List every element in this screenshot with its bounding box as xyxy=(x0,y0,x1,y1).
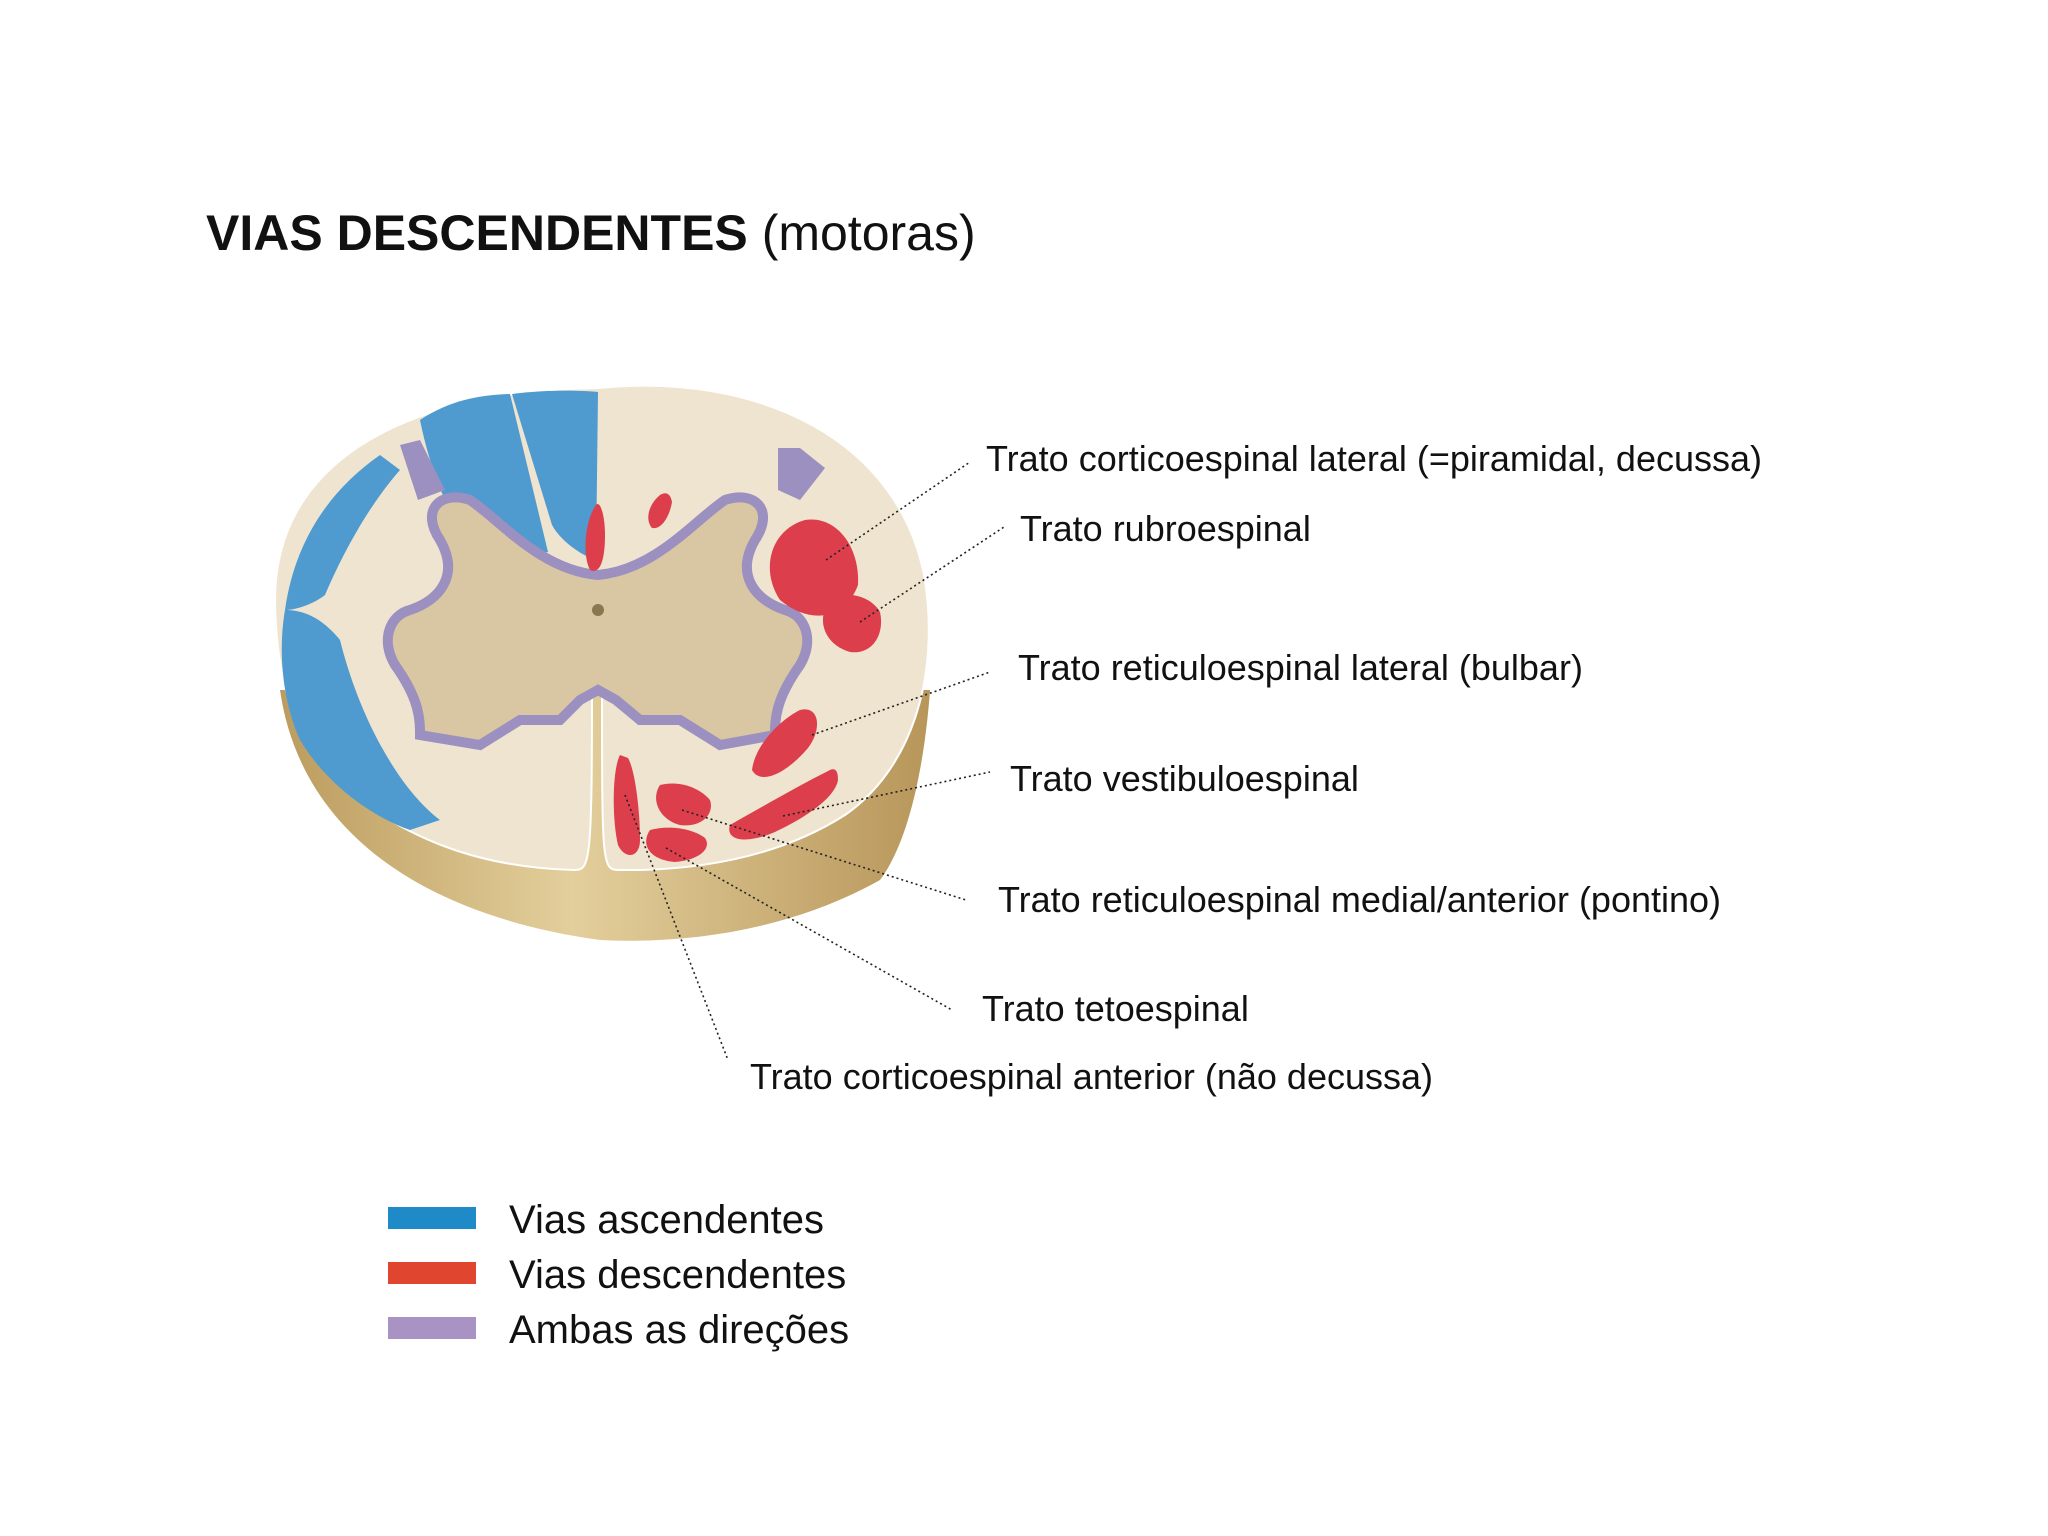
leader-corticospinal-anterior xyxy=(624,794,729,1061)
leader-reticulospinal-lateral xyxy=(811,671,991,736)
label-corticoespinal-lateral: Trato corticoespinal lateral (=piramidal… xyxy=(986,438,1763,479)
corticospinal-anterior-tract xyxy=(613,755,640,856)
label-reticuloespinal-medial: Trato reticuloespinal medial/anterior (p… xyxy=(998,879,1722,920)
ascending-anterolateral-tract xyxy=(281,610,440,830)
title-main: VIAS DESCENDENTES xyxy=(206,205,748,261)
legend-label-both: Ambas as direções xyxy=(509,1308,850,1352)
label-vestibuloespinal: Trato vestibuloespinal xyxy=(1010,758,1359,799)
legend-swatch-both xyxy=(388,1317,476,1339)
reticulospinal-lateral-tract xyxy=(752,709,818,777)
both-directions-dorsolateral-right xyxy=(778,448,825,500)
gray-matter xyxy=(382,492,813,751)
label-rubroespinal: Trato rubroespinal xyxy=(1020,508,1311,549)
ascending-dorsal-column-right xyxy=(512,390,598,560)
ascending-lateral-tract xyxy=(285,455,400,610)
leader-vestibulospinal xyxy=(782,771,991,817)
corticospinal-lateral-tract xyxy=(769,519,859,616)
legend-swatch-ascending xyxy=(388,1207,476,1229)
leader-corticospinal-lateral xyxy=(825,461,971,561)
central-canal xyxy=(592,604,604,616)
page-title: VIAS DESCENDENTES (motoras) xyxy=(206,203,976,263)
legend-label-descending: Vias descendentes xyxy=(509,1253,847,1297)
leader-rubrospinal xyxy=(859,526,1005,623)
legend-swatch-descending xyxy=(388,1262,476,1284)
vestibulospinal-tract xyxy=(729,769,838,840)
label-tetoespinal: Trato tetoespinal xyxy=(982,988,1249,1029)
label-corticoespinal-anterior: Trato corticoespinal anterior (não decus… xyxy=(750,1056,1433,1097)
leader-lines xyxy=(624,461,1005,1061)
tectospinal-tract xyxy=(646,827,707,862)
both-directions-dorsolateral-left xyxy=(400,440,445,500)
legend-label-ascending: Vias ascendentes xyxy=(509,1198,825,1242)
fasciculus-posterior-red-right xyxy=(648,493,672,529)
fasciculus-posterior-red-left xyxy=(585,504,605,571)
label-reticuloespinal-lateral: Trato reticuloespinal lateral (bulbar) xyxy=(1018,647,1583,688)
rubrospinal-tract xyxy=(822,594,882,653)
title-sub: (motoras) xyxy=(761,205,976,261)
